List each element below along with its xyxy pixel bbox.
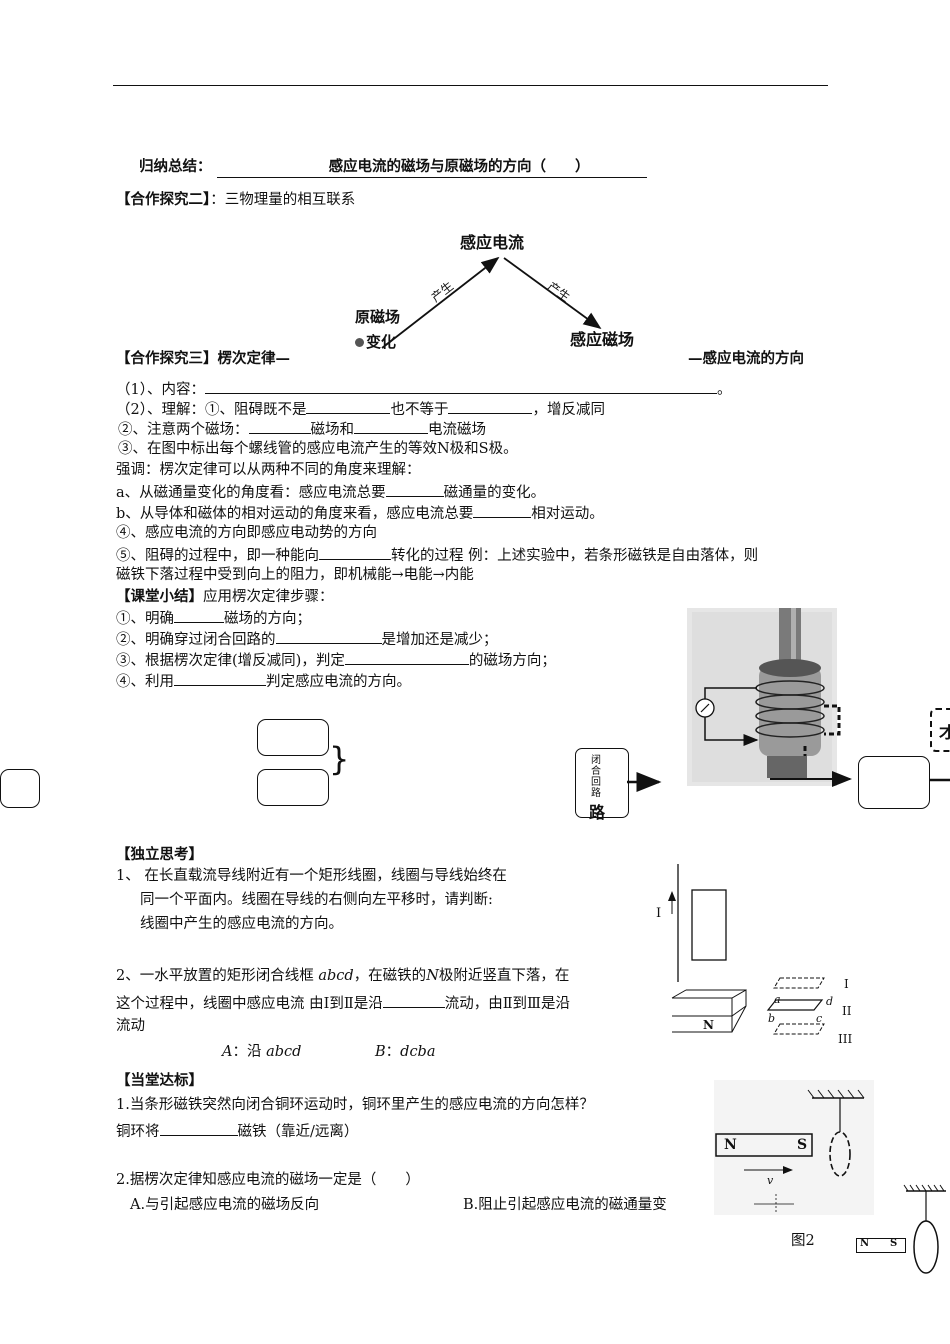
position-III: III (838, 1032, 853, 1046)
summary-statement: 感应电流的磁场与原磁场的方向（ ） (328, 158, 590, 175)
coop2-text: ：三物理量的相互联系 (210, 192, 356, 208)
ring-magnet-S: S (797, 1137, 808, 1153)
corner-c: c (816, 1012, 823, 1025)
flow-box-bottom (257, 769, 329, 806)
q2-option-b: B：dcba (375, 1044, 436, 1060)
independent-q1-line1: 1、 在长直载流导线附近有一个矩形线圈，线圈与导线始终在 (116, 868, 507, 884)
coop3-title-right: —感应电流的方向 (688, 350, 804, 367)
corner-b: b (768, 1012, 776, 1025)
standard-q1-line1: 1.当条形磁铁突然向闭合铜环运动时，铜环里产生的感应电流的方向怎样？ (116, 1097, 594, 1113)
header-rule (113, 85, 828, 86)
coop3-angle-a: a、从磁通量变化的角度看：感应电流总要磁通量的变化。 (116, 481, 545, 504)
arrow-produce-left (381, 256, 500, 349)
magnet-frame-figure (671, 977, 825, 1035)
brace-icon: } (329, 740, 350, 778)
ring-magnet-N: N (724, 1137, 737, 1153)
corner-a: a (774, 993, 781, 1006)
summary-label: 归纳总结： (139, 158, 212, 175)
coop3-title: 【合作探究三】楞次定律— (116, 350, 290, 367)
coop3-point-five: ⑤、阻碍的过程中，即一种能向转化的过程 例：上述实验中，若条形磁铁是自由落体，则 (116, 544, 758, 567)
figure-arrow-right (770, 771, 852, 787)
standard-q2-option-b: B.阻止引起感应电流的磁通量变 (463, 1197, 667, 1213)
corner-d: d (826, 995, 834, 1008)
summary-step-1: ①、明确磁场的方向； (116, 607, 311, 630)
solenoid-experiment-figure (687, 608, 841, 786)
coop3-point-four: ④、感应电流的方向即感应电动势的方向 (116, 525, 377, 541)
summary-step-2: ②、明确穿过闭合回路的是增加还是减少； (116, 628, 498, 651)
coop2-title: 【合作探究二】 (116, 191, 211, 208)
class-summary-heading: 【课堂小结】应用楞次定律步骤： (116, 588, 334, 605)
q2-option-a: A：沿 abcd (222, 1044, 302, 1060)
flow-arrow-1 (627, 772, 662, 792)
standard-title: 【当堂达标】 (116, 1072, 203, 1089)
independent-q2-line2: 这个过程中，线圈中感应电流 由Ⅰ到Ⅱ是沿流动，由Ⅱ到Ⅲ是沿 (116, 992, 570, 1015)
diagram-change: 变化 (355, 331, 396, 352)
coop3-content: （1）、内容：。 (116, 378, 731, 401)
magnet-ring-figure (714, 1080, 874, 1215)
diagram-induced-current: 感应电流 (460, 233, 525, 252)
wire-coil-figure (668, 864, 727, 982)
flow-box-partial: 才 (930, 708, 950, 752)
flow-box-closed-loop: 闭合回路 路 (575, 748, 629, 822)
flow-box-right (858, 756, 930, 809)
position-II: II (842, 1004, 852, 1018)
standard-q2-line1: 2.据楞次定律知感应电流的磁场一定是（ ） (116, 1172, 420, 1188)
diagram-original-field: 原磁场 (355, 308, 401, 326)
coop3-understand: （2）、理解：①、阻碍既不是也不等于，增反减同 (116, 398, 605, 421)
position-I: I (844, 977, 849, 991)
summary-statement-line: 感应电流的磁场与原磁场的方向（ ） (216, 156, 647, 178)
coop3-mark: ③、在图中标出每个螺线管的感应电流产生的等效N极和S极。 (118, 441, 518, 457)
summary-row: 归纳总结： 感应电流的磁场与原磁场的方向（ ） (139, 156, 647, 178)
current-label-I: I (656, 906, 662, 921)
small-magnet: N S (856, 1238, 906, 1253)
flow-arrow-2 (930, 778, 950, 782)
standard-q1-line2: 铜环将磁铁（靠近/远离） (116, 1120, 358, 1143)
flow-box-left-edge (0, 769, 40, 808)
independent-q2-line3: 流动 (116, 1018, 145, 1034)
flow-box-top (257, 719, 329, 756)
figure-2-caption: 图2 (791, 1233, 815, 1249)
standard-q2-option-a: A.与引起感应电流的磁场反向 (130, 1197, 320, 1213)
velocity-label: v (767, 1174, 774, 1187)
summary-step-3: ③、根据楞次定律(增反减同)，判定的磁场方向； (116, 649, 556, 672)
diagram-arrows (381, 256, 602, 349)
pendulum-ring-figure (903, 1184, 946, 1274)
independent-title: 【独立思考】 (116, 846, 203, 863)
arrow-produce-right (503, 257, 602, 330)
coop3-emphasis: 强调：楞次定律可以从两种不同的角度来理解： (116, 462, 421, 478)
summary-step-4: ④、利用判定感应电流的方向。 (116, 670, 411, 693)
magnet-pole-N: N (703, 1018, 714, 1032)
independent-q1-line2: 同一个平面内。线圈在导线的右侧向左平移时，请判断: (140, 892, 493, 908)
coop3-angle-b: b、从导体和磁体的相对运动的角度来看，感应电流总要相对运动。 (116, 502, 604, 525)
bullet-dot-icon (355, 338, 364, 347)
independent-q1-line3: 线圈中产生的感应电流的方向。 (140, 916, 343, 932)
independent-q2-line1: 2、一水平放置的矩形闭合线框 abcd，在磁铁的N极附近竖直下落，在 (116, 968, 570, 984)
coop3-point-five-cont: 磁铁下落过程中受到向上的阻力，即机械能→电能→内能 (116, 567, 474, 583)
coop2-heading: 【合作探究二】：三物理量的相互联系 (116, 189, 355, 211)
diagram-induced-field: 感应磁场 (570, 330, 635, 349)
coop3-note: ②、注意两个磁场：磁场和电流磁场 (118, 418, 486, 441)
